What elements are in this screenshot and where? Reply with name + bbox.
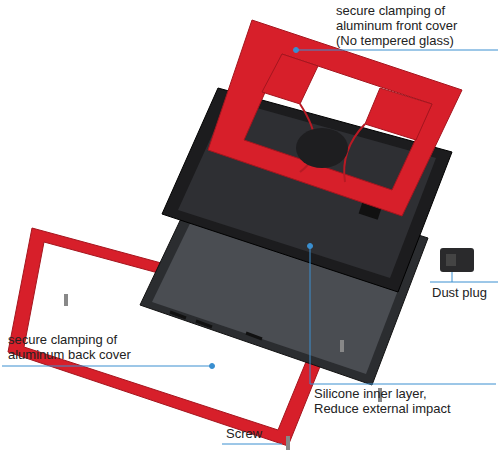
callout-label: Dust plug (432, 285, 498, 300)
callout-label: secure clamping of aluminum back cover (8, 332, 148, 362)
screws (64, 294, 382, 450)
kickstand (296, 128, 348, 168)
leader-lines (2, 48, 498, 445)
callout-label: secure clamping of aluminum front cover … (336, 3, 476, 48)
callout-label: Screw (226, 426, 286, 441)
front-cover-bars (262, 54, 432, 140)
front-cover (208, 20, 462, 216)
dust-plug-tab (446, 254, 456, 266)
phone-ports (170, 312, 262, 339)
dust-plug (440, 248, 474, 272)
callout-label: Silicone inner layer, Reduce external im… (314, 386, 474, 416)
